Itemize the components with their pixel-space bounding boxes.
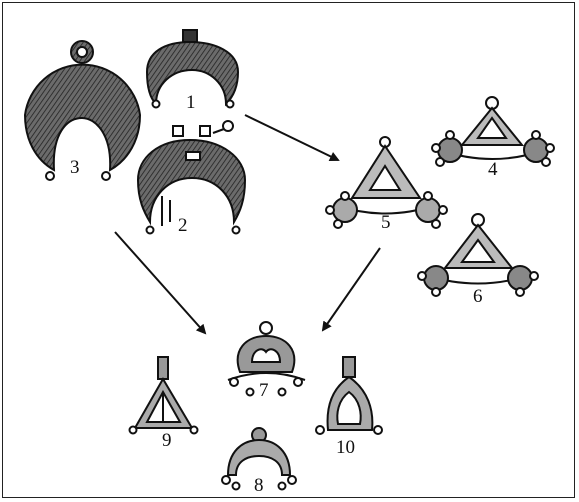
label-7: 7 [259,381,269,400]
pendant-2-lunula [138,121,245,234]
arrow-3-to-7 [115,232,205,333]
label-6: 6 [473,287,483,306]
label-8: 8 [254,476,264,495]
label-3: 3 [70,158,80,177]
label-4: 4 [488,160,498,179]
label-5: 5 [381,213,391,232]
pendant-4-triangle [432,97,554,166]
label-2: 2 [178,216,188,235]
pendant-10 [316,357,382,434]
label-10: 10 [336,438,355,457]
arrow-1-to-5 [245,115,338,160]
pendant-3-lunula [25,41,140,180]
arrow-5-to-7 [323,248,380,330]
label-1: 1 [186,93,196,112]
label-9: 9 [162,431,172,450]
pendant-9 [130,357,198,434]
